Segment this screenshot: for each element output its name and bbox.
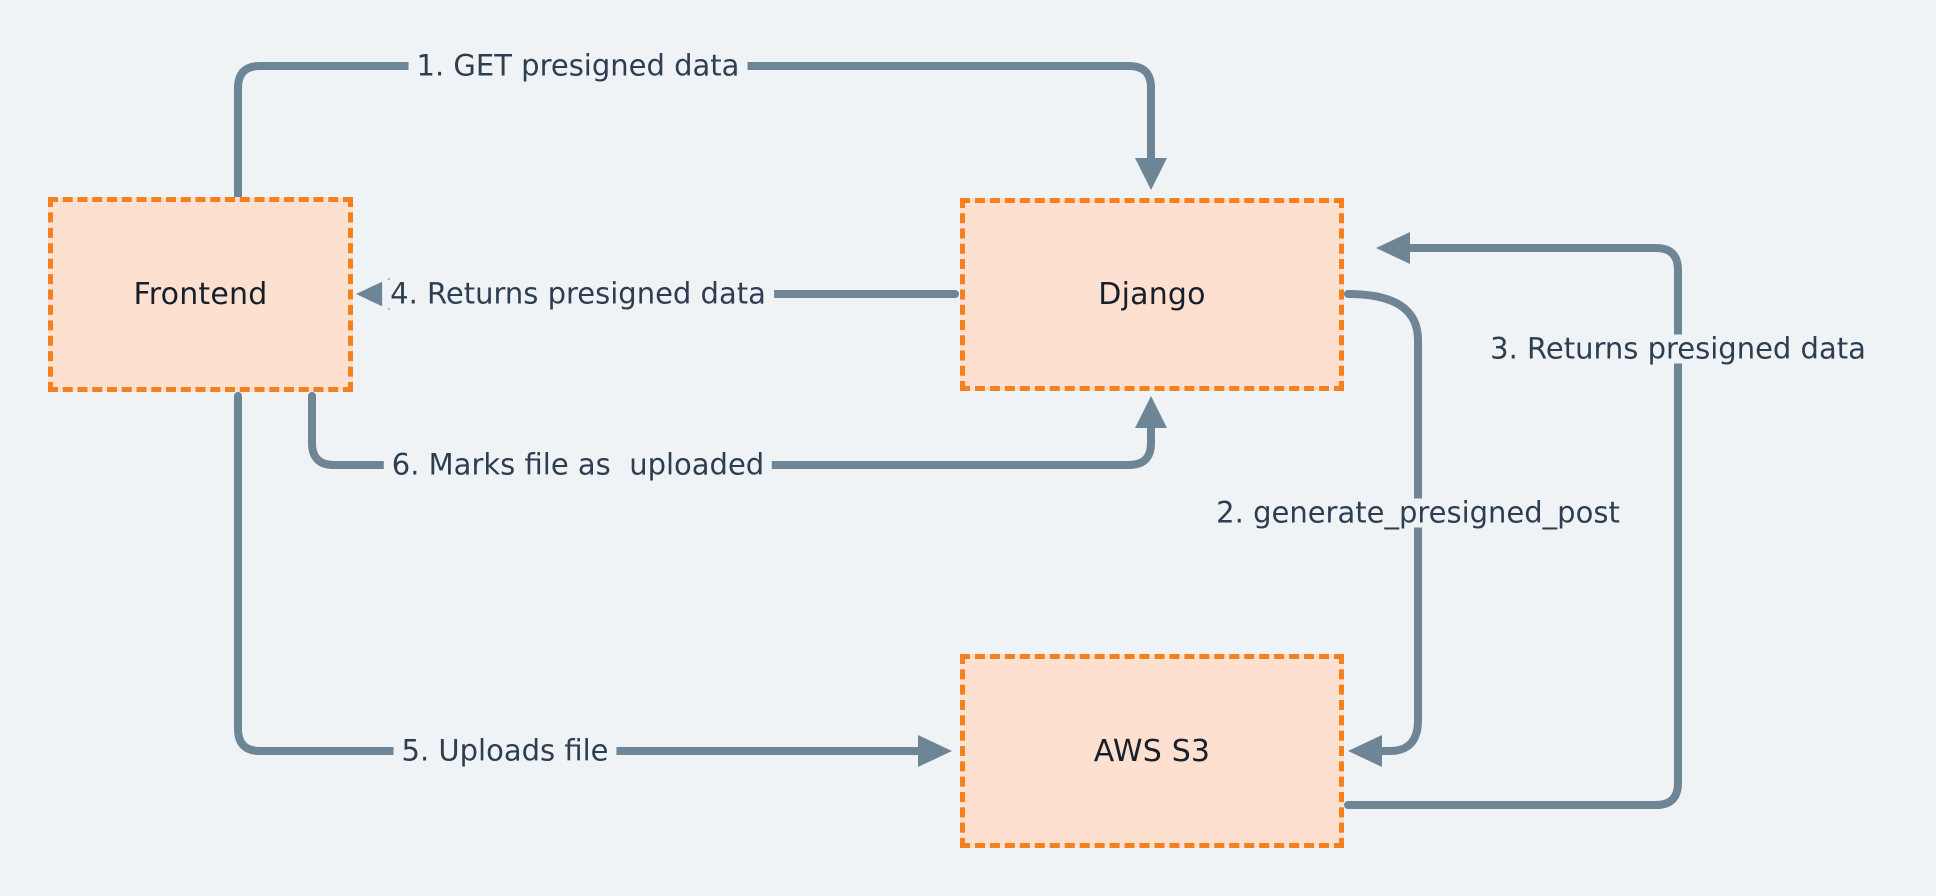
edge-label-6: 6. Marks file as uploaded (383, 450, 773, 480)
edge-1-get-presigned-data (234, 62, 1167, 201)
node-aws-s3[interactable]: AWS S3 (960, 654, 1344, 848)
edge-label-3: 3. Returns presigned data (1482, 334, 1874, 364)
edge-label-2: 2. generate_presigned_post (1208, 498, 1628, 528)
edge-label-4: 4. Returns presigned data (382, 279, 774, 309)
edge-3-returns-presigned-data (1344, 232, 1682, 809)
node-frontend-label: Frontend (133, 277, 268, 312)
edge-5-uploads-file (234, 392, 952, 767)
edge-label-1: 1. GET presigned data (408, 51, 748, 81)
node-frontend[interactable]: Frontend (48, 197, 353, 392)
node-aws-s3-label: AWS S3 (1093, 733, 1211, 769)
edge-label-5: 5. Uploads file (393, 736, 617, 766)
node-django-label: Django (1098, 277, 1206, 312)
node-django[interactable]: Django (960, 198, 1344, 391)
edge-2-generate-presigned-post (1344, 290, 1422, 767)
